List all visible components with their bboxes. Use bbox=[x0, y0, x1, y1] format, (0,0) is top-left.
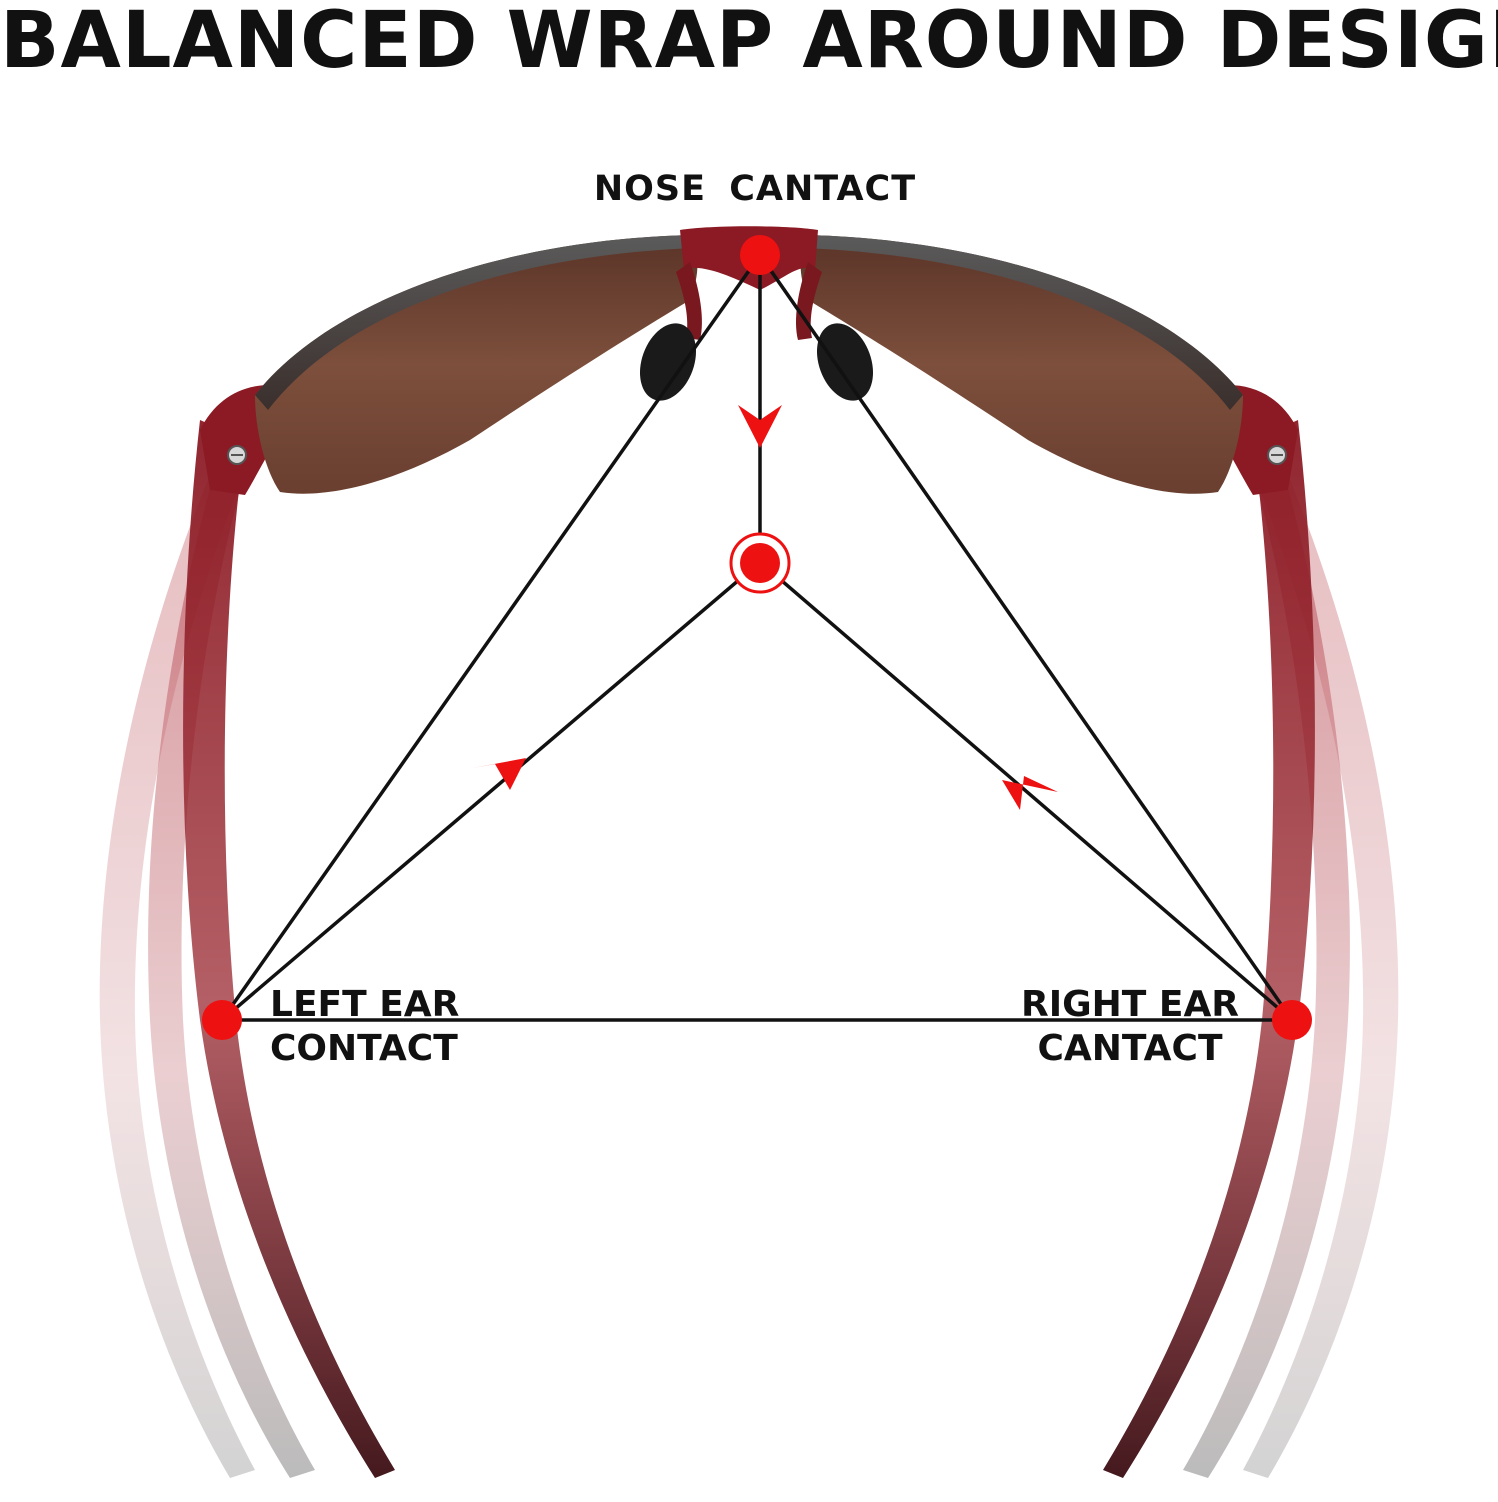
headline: BALANCED WRAP AROUND DESIGN bbox=[0, 0, 1498, 86]
right-temple-arm bbox=[1103, 420, 1315, 1478]
nose-contact-dot bbox=[740, 235, 780, 275]
line-nose-left-ear bbox=[220, 253, 762, 1022]
left-ear-label-line2: CONTACT bbox=[270, 1028, 458, 1069]
arrow-right-up bbox=[1002, 776, 1058, 810]
arrowheads bbox=[473, 405, 1058, 810]
right-ear-label-line2: CANTACT bbox=[1037, 1028, 1223, 1069]
center-balance-dot bbox=[740, 543, 780, 583]
left-temple-arm bbox=[183, 420, 395, 1478]
line-center-right-ear bbox=[758, 560, 1294, 1022]
arrow-down bbox=[738, 405, 782, 448]
left-ear-label-line1: LEFT EAR bbox=[270, 984, 460, 1025]
left-ear-contact-dot bbox=[202, 1000, 242, 1040]
right-ear-contact-label: RIGHT EAR CANTACT bbox=[1000, 983, 1260, 1071]
line-nose-right-ear bbox=[758, 254, 1294, 1021]
right-ear-contact-dot bbox=[1272, 1000, 1312, 1040]
arrow-left-up bbox=[473, 758, 526, 790]
line-center-left-ear bbox=[220, 560, 762, 1022]
left-ear-contact-label: LEFT EAR CONTACT bbox=[270, 983, 459, 1071]
right-lens bbox=[800, 235, 1243, 494]
left-lens bbox=[255, 235, 698, 494]
left-nose-pad bbox=[639, 323, 697, 401]
force-lines bbox=[220, 253, 1294, 1022]
nose-contact-label: NOSE CANTACT bbox=[593, 169, 917, 209]
contact-points bbox=[202, 235, 1312, 1040]
right-nose-pad bbox=[816, 323, 874, 401]
right-ear-label-line1: RIGHT EAR bbox=[1020, 984, 1240, 1025]
